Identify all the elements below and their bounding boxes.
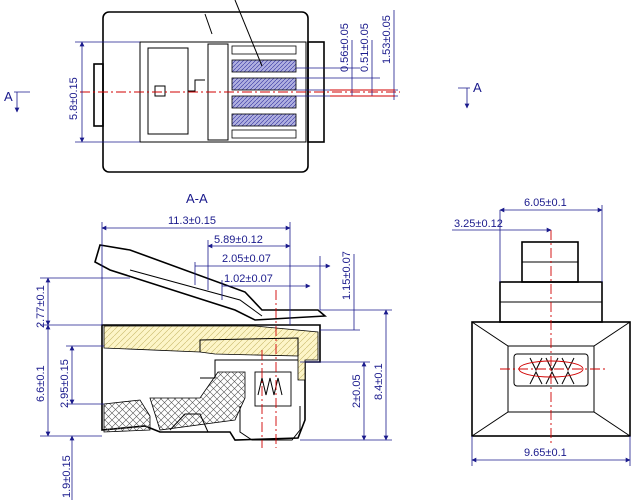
contact-blade (239, 371, 301, 441)
length-a-label: 5.89±0.12 (214, 234, 263, 246)
blade-bottom (239, 406, 301, 441)
contact-slot (231, 113, 297, 127)
section-arrow-left-line (14, 91, 30, 112)
yellow-hatch-area (103, 325, 319, 381)
pitch-b-label: 0.51±0.05 (359, 23, 371, 72)
inner-channel (199, 337, 299, 356)
cross-hatch-area (103, 399, 151, 433)
top-view-latch-window (147, 47, 189, 135)
top-view-contacts (231, 45, 297, 139)
pitch-c-label: 1.53±0.05 (381, 15, 393, 64)
section-arrow-right: A (458, 80, 482, 108)
section-arrow-right-label: A (473, 80, 482, 95)
blade-height-label: 2±0.05 (351, 374, 363, 408)
cross-hatch-area-2 (149, 371, 246, 431)
width-bottom-label: 9.65±0.1 (524, 447, 567, 459)
section-arrow-left: A (4, 89, 30, 112)
contact-slot (231, 45, 297, 55)
section-arrow-left-label: A (4, 89, 13, 104)
total-height-label: 8.4±0.1 (373, 363, 385, 400)
height-label: 5.8±0.15 (68, 77, 80, 120)
end-view-contact-window (513, 353, 589, 387)
latch-height-label: 2.77±0.1 (35, 285, 47, 328)
top-view-latch-tab (93, 63, 104, 127)
inner-contour (200, 359, 298, 379)
width-top-label: 6.05±0.1 (524, 197, 567, 209)
latch-arm (94, 244, 328, 321)
contact-v (529, 357, 575, 372)
contact-slot (231, 59, 297, 73)
top-view-latch-line (188, 79, 205, 92)
end-view: 6.05±0.1 3.25±0.12 9.65±0.1 (452, 197, 631, 466)
top-view-leader-2 (204, 13, 213, 35)
pitch-a-label: 0.56±0.05 (339, 23, 351, 72)
contact-slot (231, 77, 297, 91)
section-title: A-A (186, 191, 208, 206)
bottom-height-label: 1.9±0.15 (61, 455, 73, 498)
top-view: 5.8±0.15 0.56±0.05 0.51±0.05 1.53±0.05 (68, 0, 400, 173)
latch-lower (129, 269, 263, 317)
length-c-label: 1.02±0.07 (224, 273, 273, 285)
contact-v (529, 370, 575, 385)
section-view: A-A 11.3±0.15 5.89±0.12 (35, 191, 392, 500)
top-view-leader (234, 0, 263, 67)
contact-slot (231, 129, 297, 139)
offset-label: 3.25±0.12 (454, 218, 503, 230)
top-view-body (102, 11, 309, 173)
length-b-label: 2.05±0.07 (222, 253, 271, 265)
body-height-label: 6.6±0.1 (35, 365, 47, 402)
section-arrow-right-line (458, 87, 470, 108)
contact-slot (231, 95, 297, 109)
inner-contour-2 (169, 413, 209, 433)
top-view-latch-block (154, 85, 166, 97)
contact-height-label: 2.95±0.15 (59, 359, 71, 408)
length-total-label: 11.3±0.15 (168, 215, 216, 227)
height-c-label: 1.15±0.07 (341, 251, 353, 300)
